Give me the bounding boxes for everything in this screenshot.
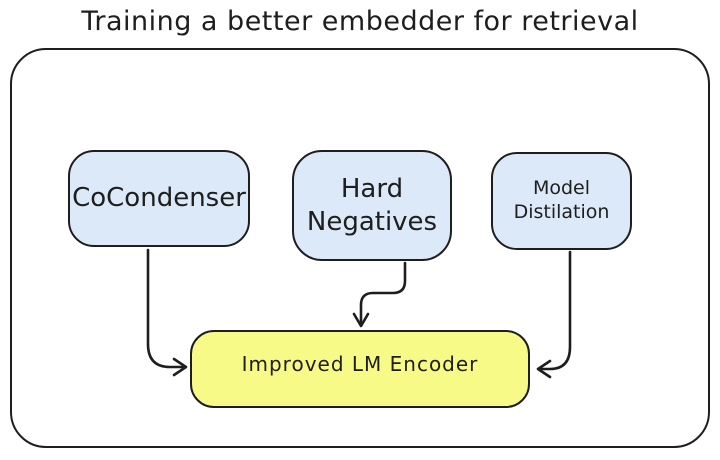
node-hard-negatives: Hard Negatives: [292, 150, 452, 261]
node-improved-lm-encoder-label: Improved LM Encoder: [241, 351, 479, 376]
node-hard-negatives-label-line1: Hard: [340, 174, 404, 204]
node-cocondenser: CoCondenser: [68, 150, 250, 247]
node-cocondenser-label: CoCondenser: [72, 183, 246, 214]
diagram-title: Training a better embedder for retrieval: [81, 6, 639, 37]
node-hard-negatives-label-line2: Negatives: [306, 206, 438, 237]
node-model-distilation: Model Distilation: [491, 152, 632, 250]
node-model-distilation-label-line2: Distilation: [513, 201, 610, 223]
outer-frame: [10, 48, 710, 448]
node-model-distilation-label-line1: Model: [532, 177, 591, 200]
node-improved-lm-encoder: Improved LM Encoder: [190, 330, 530, 408]
